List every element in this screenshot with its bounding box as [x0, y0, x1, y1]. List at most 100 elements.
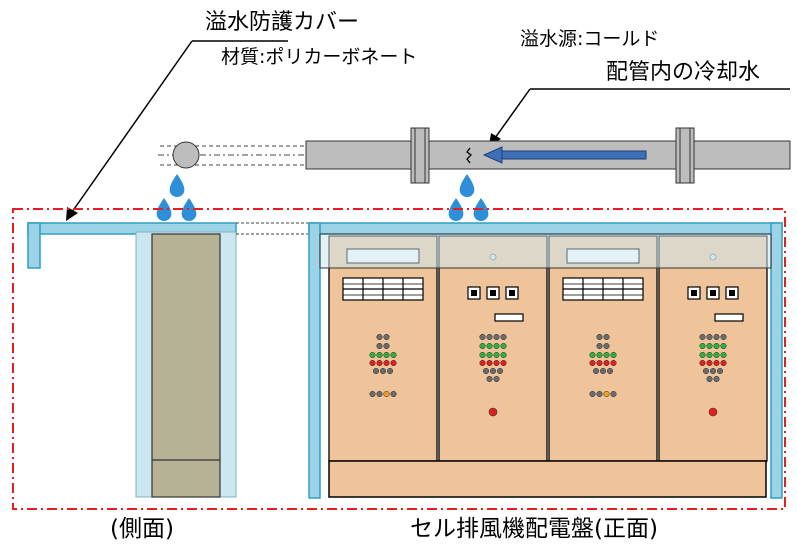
- panel: [658, 235, 768, 462]
- panel: [328, 235, 438, 462]
- indicator-lamp: [713, 333, 720, 341]
- flow-arrow-icon: [482, 146, 647, 164]
- leak-crack-icon: [466, 147, 472, 164]
- indicator-lamp: [599, 367, 607, 375]
- indicator-lamp: [493, 375, 500, 383]
- water-drops-left: [156, 174, 197, 221]
- indicator-lamp: [699, 351, 706, 359]
- panel: [548, 235, 658, 462]
- panel: [438, 235, 548, 462]
- side-cover-lip: [27, 222, 41, 269]
- indicator-lamp: [699, 342, 706, 350]
- indicator-lamp: [386, 367, 394, 375]
- indicator-lamp: [702, 367, 710, 375]
- coolant-pipe: [158, 127, 791, 184]
- water-drop-icon: [169, 174, 185, 197]
- indicator-lamp: [596, 351, 603, 359]
- indicator-lamp: [376, 359, 383, 367]
- indicator-lamp: [596, 333, 603, 341]
- indicator-lamp: [486, 342, 493, 350]
- indicator-lamp: [376, 351, 383, 359]
- switch-knob: [490, 290, 496, 296]
- indicator-lamp: [479, 342, 486, 350]
- indicator-lamp: [589, 390, 596, 398]
- switch-knob: [729, 290, 735, 296]
- indicator-lamp: [606, 367, 614, 375]
- indicator-lamp: [699, 333, 706, 341]
- indicator-lamp: [486, 375, 493, 383]
- indicator-lamp: [603, 359, 610, 367]
- switchboard-panels: [328, 235, 768, 462]
- indicator-lamp: [589, 359, 596, 367]
- indicator-lamp: [493, 342, 500, 350]
- front-cover-frame: [308, 222, 783, 235]
- indicator-lamp: [603, 333, 610, 341]
- emergency-button: [708, 407, 718, 417]
- water-drop-icon: [459, 174, 475, 197]
- indicator-lamp: [390, 351, 397, 359]
- indicator-lamp: [706, 333, 713, 341]
- indicator-lamp: [369, 351, 376, 359]
- switch-knob: [509, 290, 515, 296]
- indicator-lamp: [596, 342, 603, 350]
- indicator-lamp: [493, 351, 500, 359]
- indicator-lamp: [390, 359, 397, 367]
- nameplate: [714, 313, 744, 322]
- indicator-lamp: [713, 342, 720, 350]
- indicator-lamp: [589, 351, 596, 359]
- indicator-lamp: [479, 359, 486, 367]
- indicator-lamp: [706, 342, 713, 350]
- indicator-lamp: [383, 359, 390, 367]
- indicator-lamp: [486, 351, 493, 359]
- indicator-lamp: [376, 342, 383, 350]
- front-view-caption: セル排風機配電盤(正面): [410, 516, 658, 542]
- indicator-lamp: [706, 359, 713, 367]
- side-view: [27, 222, 308, 498]
- indicator-lamp: [706, 351, 713, 359]
- indicator-lamp: [610, 390, 617, 398]
- indicator-lamp: [486, 359, 493, 367]
- source-title-label: 溢水源:コールド: [520, 28, 660, 50]
- indicator-lamp: [383, 351, 390, 359]
- front-cover-top-band: [319, 233, 772, 269]
- nameplate: [494, 313, 524, 322]
- cover-leader-line: [66, 40, 288, 221]
- indicator-lamp: [369, 390, 376, 398]
- emergency-button: [488, 407, 498, 417]
- indicator-lamp: [383, 333, 390, 341]
- indicator-lamp: [496, 367, 504, 375]
- indicator-lamp: [390, 390, 397, 398]
- indicator-lamp: [592, 367, 600, 375]
- water-drop-icon: [156, 198, 172, 221]
- side-cabinet: [151, 233, 221, 498]
- indicator-lamp: [489, 367, 497, 375]
- switch-knob: [691, 290, 697, 296]
- switchboard-base: [328, 460, 767, 498]
- cell-boundary: [12, 208, 786, 510]
- indicator-lamp: [713, 375, 720, 383]
- indicator-lamp: [369, 359, 376, 367]
- indicator-lamp: [500, 333, 507, 341]
- indicator-lamp: [376, 390, 383, 398]
- indicator-lamp: [713, 359, 720, 367]
- indicator-lamp: [713, 351, 720, 359]
- indicator-lamp: [720, 342, 727, 350]
- indicator-lamp: [596, 359, 603, 367]
- indicator-lamp: [493, 359, 500, 367]
- side-view-caption: (側面): [110, 516, 174, 542]
- indicator-lamp: [610, 351, 617, 359]
- indicator-lamp: [610, 359, 617, 367]
- indicator-lamp: [500, 351, 507, 359]
- indicator-lamp: [596, 390, 603, 398]
- indicator-lamp: [493, 333, 500, 341]
- indicator-lamp: [720, 351, 727, 359]
- front-view: [308, 222, 783, 499]
- indicator-lamp: [603, 351, 610, 359]
- indicator-lamp: [500, 359, 507, 367]
- indicator-lamp: [376, 333, 383, 341]
- source-detail-label: 配管内の冷却水: [606, 60, 761, 85]
- indicator-lamp: [720, 359, 727, 367]
- indicator-lamp: [383, 390, 390, 398]
